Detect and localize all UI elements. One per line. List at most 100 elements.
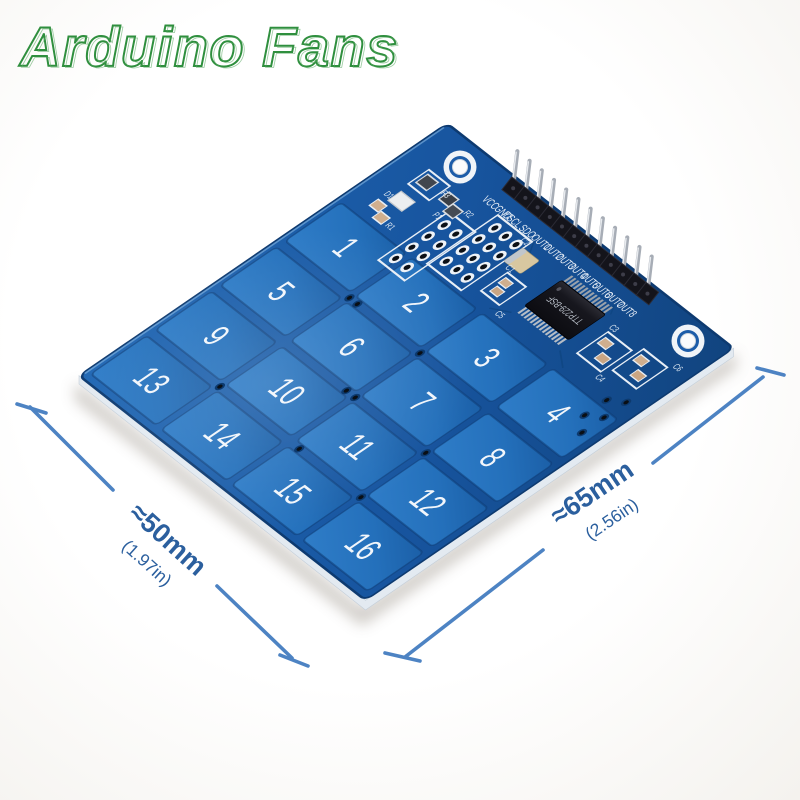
- chip-lead: [529, 315, 541, 324]
- dim-height-tick-2: [278, 653, 310, 668]
- pin-base-top: [535, 205, 540, 210]
- pin-metal: [609, 225, 618, 261]
- pin-highlight: [560, 189, 566, 221]
- through-hole: [458, 247, 467, 253]
- pin-header: [501, 149, 660, 306]
- chip-lead: [520, 308, 532, 317]
- via-hole: [358, 495, 364, 500]
- via-hole: [354, 302, 361, 306]
- through-hole: [403, 264, 411, 270]
- dim-width-line-2: [403, 548, 545, 659]
- chip-lead: [556, 337, 569, 346]
- header-pin-out8: [635, 254, 660, 306]
- dim-height-line-2: [215, 584, 294, 660]
- led-d1: [386, 190, 417, 212]
- pin-highlight: [524, 161, 530, 192]
- via-hole: [623, 400, 629, 405]
- chip-lead: [601, 306, 614, 315]
- chip-lead: [571, 282, 583, 291]
- ref-label-p1: P1: [430, 211, 445, 222]
- chip-lead: [523, 310, 535, 319]
- chip-lead: [517, 306, 529, 314]
- jumper-block-p1: [376, 210, 477, 282]
- through-hole: [442, 258, 450, 264]
- pin-base-top: [559, 224, 564, 229]
- through-hole: [480, 264, 488, 270]
- pin-base-top: [523, 195, 528, 200]
- pin-metal: [560, 187, 569, 223]
- chip-lead: [589, 296, 601, 305]
- ref-label-r3: R3: [438, 189, 453, 200]
- chip-lead: [547, 329, 559, 338]
- ic-leads: [517, 275, 614, 346]
- pin-base-top: [621, 272, 626, 277]
- through-hole: [419, 253, 427, 259]
- through-hole: [408, 244, 416, 250]
- pin-metal: [535, 168, 544, 204]
- chip-lead: [592, 299, 604, 308]
- pin-highlight: [633, 247, 639, 278]
- through-hole: [424, 233, 432, 239]
- mounting-hole-top: [443, 150, 477, 184]
- via-hole: [296, 446, 302, 451]
- chip-lead: [586, 294, 598, 303]
- chip-lead: [532, 318, 544, 326]
- pin-highlight: [621, 237, 627, 269]
- through-hole: [440, 222, 448, 228]
- through-hole: [453, 266, 461, 273]
- via-hole: [217, 384, 223, 389]
- through-hole: [491, 225, 499, 231]
- chip-lead: [577, 287, 589, 296]
- ref-label-c4: C4: [592, 373, 607, 384]
- watermark-logo: Arduino Fans Arduino Fans: [17, 14, 400, 80]
- touch-key-pad-4: [497, 369, 617, 458]
- resistor-r1a: [368, 198, 388, 213]
- resistor-r1b: [371, 210, 392, 226]
- pin-base-top: [633, 282, 638, 287]
- chip-lead: [553, 334, 566, 343]
- via-hole: [579, 430, 585, 435]
- ref-label-c1: C1: [503, 263, 518, 274]
- ic-chip: TTP229-BSF: [517, 275, 614, 346]
- pin-base-top: [645, 291, 650, 296]
- capacitor-c2: [504, 248, 539, 274]
- pin-base-top: [608, 262, 613, 267]
- pin-base-top: [596, 253, 601, 258]
- ref-label-c6: C6: [670, 362, 685, 373]
- dim-width-tick-1: [755, 366, 786, 377]
- through-hole: [501, 233, 510, 239]
- through-hole: [496, 253, 504, 259]
- pin-highlight: [585, 209, 591, 240]
- pin-highlight: [511, 151, 517, 182]
- via-holes: [214, 294, 632, 501]
- chip-lead: [562, 275, 574, 284]
- pin-metal: [621, 235, 630, 271]
- pin-highlight: [609, 228, 615, 259]
- chip-lead: [535, 320, 547, 329]
- pin-metal: [511, 149, 520, 185]
- pin-highlight: [536, 170, 542, 202]
- via-hole: [422, 450, 429, 455]
- jumper-holes: [388, 220, 523, 283]
- resistor-box-r3: [406, 168, 452, 202]
- chip-lead: [565, 277, 577, 286]
- ref-label-c2: C2: [518, 236, 533, 247]
- smd-cluster-right1: [575, 330, 634, 373]
- chip-lead: [550, 332, 563, 341]
- dim-height-tick-1: [15, 402, 48, 415]
- via-hole: [352, 395, 358, 400]
- through-hole: [469, 255, 477, 262]
- via-hole: [603, 398, 610, 403]
- chip-lead: [583, 292, 595, 300]
- ref-label-r1: R1: [383, 221, 398, 232]
- pin-metal: [584, 206, 593, 242]
- ref-label-d1: D1: [381, 190, 396, 201]
- pin-metal: [645, 254, 654, 290]
- pcb-top-face: 12345678910111213141516: [52, 124, 732, 599]
- watermark-text: Arduino Fans: [18, 15, 399, 78]
- through-hole: [392, 255, 400, 261]
- jumper-block-p2: [425, 213, 534, 292]
